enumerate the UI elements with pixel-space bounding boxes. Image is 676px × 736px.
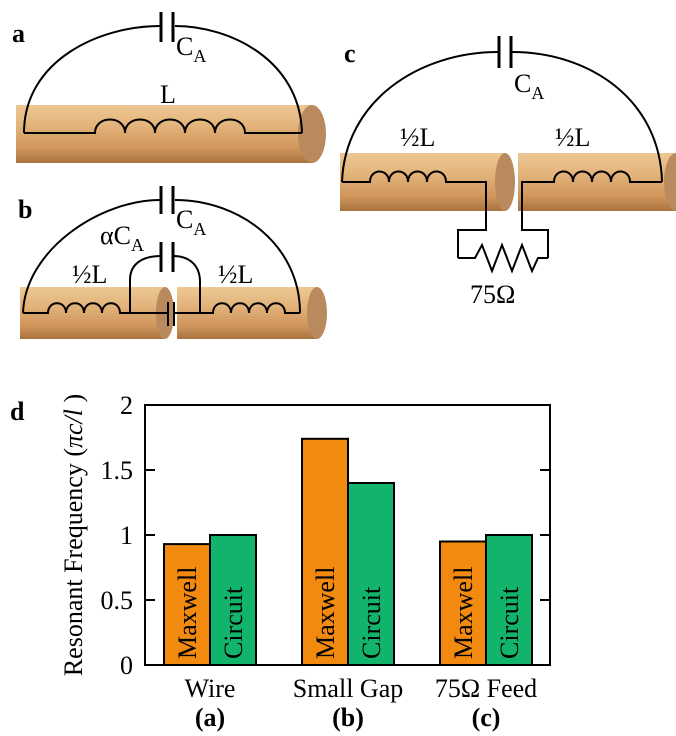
panel-c-letter: c	[344, 39, 356, 68]
bar-series-label: Circuit	[357, 586, 386, 659]
panel-b-gap-cap-label: αCA	[100, 221, 144, 255]
panel-b-gap-capacitor	[159, 242, 175, 272]
panel-a-capacitor	[159, 12, 175, 42]
panel-c-inductor-right	[521, 170, 662, 258]
x-category-sublabel: (b)	[332, 703, 364, 732]
x-labels: Wire(a) Small Gap(b) 75Ω Feed(c)	[185, 674, 538, 732]
bar-maxwell-1	[301, 437, 349, 666]
panel-c-resistor	[458, 242, 548, 274]
panel-d-chart: d Resonant Frequency (πc/l ) 0 0.5 1 1.5 2 M…	[10, 391, 551, 732]
panel-c-ind-right-label: ½L	[555, 123, 590, 152]
bar-series-label: Maxwell	[173, 567, 202, 659]
y-axis-label: Resonant Frequency (πc/l )	[59, 394, 88, 676]
panel-c-arc-wire	[341, 51, 663, 183]
panel-b-capacitor	[159, 186, 175, 214]
x-category-sublabel: (c)	[472, 703, 501, 732]
y-tick-label: 0.5	[101, 586, 134, 615]
panel-b-arc-wire	[22, 199, 301, 314]
panel-b-letter: b	[18, 195, 32, 224]
panel-b-wire-right-end	[307, 287, 327, 339]
y-tick-label: 1.5	[101, 456, 134, 485]
panel-b-inductor-left	[23, 302, 168, 314]
panel-b-ind-right-label: ½L	[218, 260, 253, 289]
panel-a-ind-label: L	[160, 80, 176, 109]
bars: Maxwell Maxwell Maxwell Circuit Circuit Circu…	[163, 437, 533, 666]
panel-c-resistor-label: 75Ω	[470, 280, 515, 309]
panel-c-wire-right-end	[664, 153, 676, 211]
x-category-sublabel: (a)	[195, 703, 225, 732]
panel-a-letter: a	[12, 19, 25, 48]
bar-circuit-0	[209, 534, 257, 666]
bar-series-label: Circuit	[495, 586, 524, 659]
panel-b-ind-left-label: ½L	[72, 260, 107, 289]
panel-a-cap-label: CA	[176, 32, 206, 66]
bar-series-label: Maxwell	[449, 567, 478, 659]
bar-series-label: Maxwell	[311, 567, 340, 659]
panel-b-cap-label: CA	[176, 205, 206, 239]
panel-b-inductor-right	[173, 302, 300, 314]
panel-c-cap-label: CA	[514, 69, 544, 103]
bar-maxwell-0	[163, 543, 211, 666]
x-category-label: Small Gap	[293, 674, 404, 703]
y-tick-label: 1	[120, 521, 133, 550]
panel-b-gap-loop	[129, 255, 201, 313]
x-category-label: Wire	[185, 674, 236, 703]
bar-maxwell-2	[439, 540, 487, 666]
panel-d-letter: d	[10, 397, 25, 426]
bar-circuit-2	[485, 534, 533, 666]
y-tick-label: 2	[120, 391, 133, 420]
y-ticks: 0 0.5 1 1.5 2	[101, 391, 550, 680]
bar-circuit-1	[347, 482, 395, 666]
panel-c-ind-left-label: ½L	[400, 123, 435, 152]
panel-c-wire-left-end	[495, 153, 515, 211]
panel-a: a CA L	[12, 12, 326, 163]
panel-c-capacitor	[497, 36, 513, 68]
x-category-label: 75Ω Feed	[435, 674, 537, 703]
panel-a-inductor	[24, 118, 302, 134]
panel-c: c CA 75Ω ½L ½L	[340, 36, 676, 309]
panel-a-arc-wire	[23, 25, 303, 134]
bar-series-label: Circuit	[219, 586, 248, 659]
panel-a-wire-end	[298, 105, 326, 163]
y-tick-label: 0	[120, 651, 133, 680]
panel-c-inductor-left	[342, 170, 487, 258]
panel-b: b CA αCA ½L ½L	[18, 186, 327, 339]
